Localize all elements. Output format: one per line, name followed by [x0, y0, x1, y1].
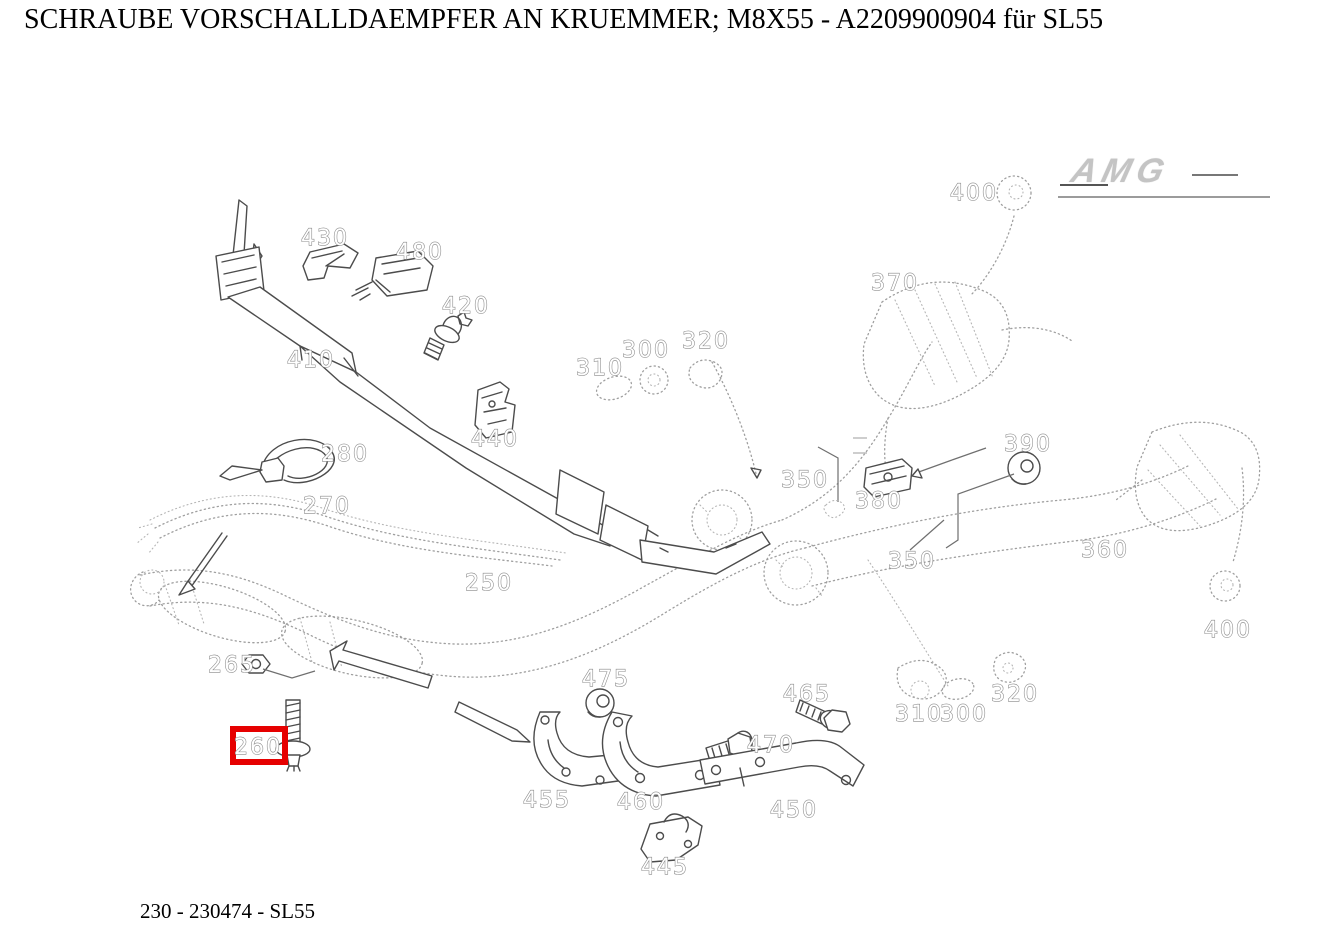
part-label-265[interactable]: 265: [207, 652, 256, 678]
part-label-450[interactable]: 450: [769, 797, 818, 823]
part-label-350[interactable]: 350: [780, 467, 829, 493]
part-label-320[interactable]: 320: [681, 328, 730, 354]
part-label-360[interactable]: 360: [1080, 537, 1129, 563]
part-460-bracket: [601, 711, 721, 797]
wiring-harness-270-art: [135, 494, 567, 567]
part-label-410[interactable]: 410: [286, 347, 335, 373]
hanger-grommet-400-top-art: [996, 175, 1032, 211]
part-label-480[interactable]: 480: [395, 239, 444, 265]
part-label-390[interactable]: 390: [1003, 431, 1052, 457]
part-label-320[interactable]: 320: [990, 681, 1039, 707]
part-480-damper-box: [351, 250, 434, 301]
part-label-280[interactable]: 280: [320, 441, 369, 467]
part-380-clamp: [863, 447, 987, 498]
fastener-set-bottom-310-300-320-art: [896, 651, 1027, 700]
part-label-400[interactable]: 400: [949, 180, 998, 206]
part-label-250[interactable]: 250: [464, 570, 513, 596]
part-label-260[interactable]: 260: [233, 734, 282, 760]
part-label-440[interactable]: 440: [470, 426, 519, 452]
part-430-bracket: [302, 243, 359, 281]
part-440-bracket: [474, 381, 516, 439]
rear-pipes-art: [781, 341, 1217, 687]
amg-logo: AMG: [1060, 152, 1272, 202]
part-465-bolt: [795, 699, 851, 733]
part-label-455[interactable]: 455: [522, 787, 571, 813]
part-475-grommet: [585, 688, 615, 718]
part-label-475[interactable]: 475: [581, 666, 630, 692]
part-label-465[interactable]: 465: [782, 681, 831, 707]
arrow-install-direction: [329, 640, 433, 689]
part-label-300[interactable]: 300: [939, 701, 988, 727]
part-label-445[interactable]: 445: [640, 854, 689, 880]
part-410-heat-shield-rail: [215, 199, 771, 575]
rear-muffler-right-art: [1115, 421, 1261, 602]
part-label-310[interactable]: 310: [894, 701, 943, 727]
part-label-380[interactable]: 380: [854, 488, 903, 514]
part-label-420[interactable]: 420: [441, 293, 490, 319]
arrow-270-pointer: [178, 532, 228, 596]
part-280-cable-tie: [219, 438, 335, 484]
part-445-bracket: [640, 813, 703, 863]
logo-divider-line: [1058, 196, 1270, 198]
part-label-350[interactable]: 350: [887, 548, 936, 574]
amg-logo-underline: [1060, 184, 1108, 186]
highlight-box: [230, 726, 288, 765]
amg-logo-dash: [1192, 174, 1238, 176]
part-label-430[interactable]: 430: [300, 225, 349, 251]
part-label-460[interactable]: 460: [616, 789, 665, 815]
part-label-270[interactable]: 270: [302, 493, 351, 519]
arrow-strip-lower: [454, 701, 531, 743]
part-label-370[interactable]: 370: [870, 270, 919, 296]
part-420-bolt: [423, 311, 473, 361]
front-catalyst-pipes-art: [129, 519, 806, 679]
page-title: SCHRAUBE VORSCHALLDAEMPFER AN KRUEMMER; …: [24, 4, 1104, 35]
leader-lines-350: [817, 446, 945, 551]
fastener-set-top-310-300-320-art: [595, 359, 762, 479]
part-450-bracket: [699, 739, 865, 787]
part-390-grommet: [945, 451, 1041, 549]
part-label-310[interactable]: 310: [575, 355, 624, 381]
catalog-reference: 230 - 230474 - SL55: [140, 899, 315, 923]
part-265-nut: [241, 654, 316, 679]
part-label-400[interactable]: 400: [1203, 617, 1252, 643]
part-label-300[interactable]: 300: [621, 337, 670, 363]
part-label-470[interactable]: 470: [746, 732, 795, 758]
reference-ticks: [853, 437, 867, 454]
